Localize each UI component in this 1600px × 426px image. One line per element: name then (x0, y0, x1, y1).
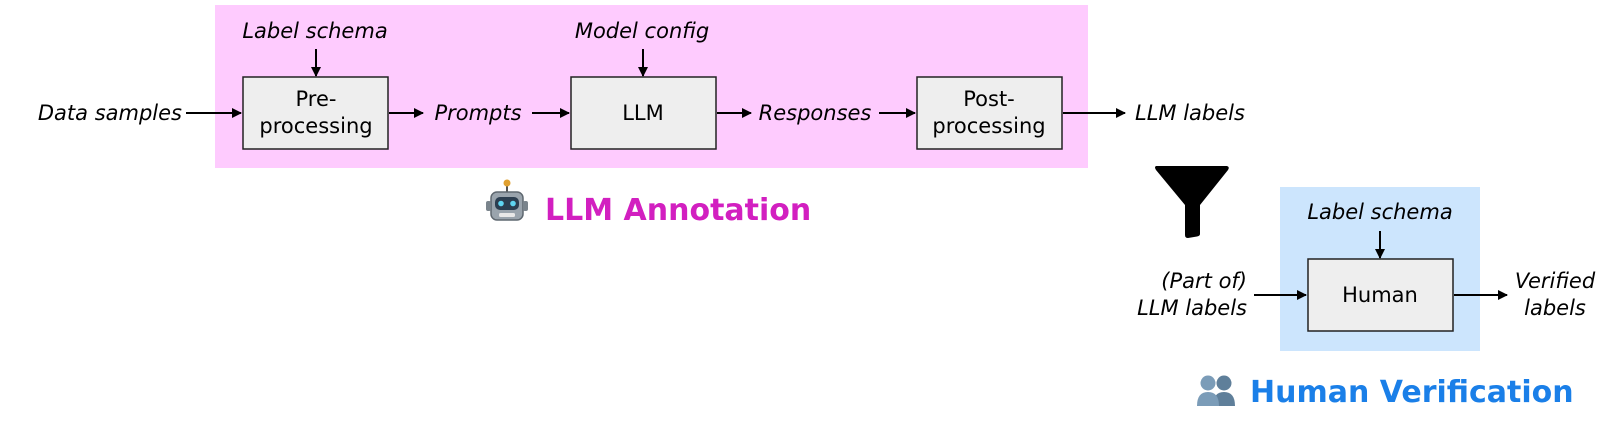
people-icon (1197, 375, 1235, 406)
responses-label: Responses (759, 101, 872, 125)
postprocessing-box: Post- processing (916, 76, 1063, 150)
human-box: Human (1307, 258, 1454, 332)
llm-label: LLM (622, 101, 664, 125)
partial-labels-line2: LLM labels (1137, 296, 1247, 320)
prompts-label: Prompts (434, 101, 521, 125)
funnel-icon (1155, 166, 1229, 238)
preprocessing-label-line2: processing (259, 114, 372, 138)
verified-labels-line1: Verified (1515, 269, 1596, 293)
llm-labels-output: LLM labels (1135, 101, 1245, 125)
postprocessing-label-line2: processing (932, 114, 1045, 138)
verification-schema-label: Label schema (1307, 200, 1452, 224)
verification-title: Human Verification (1250, 375, 1574, 410)
model-config-label: Model config (575, 19, 709, 43)
human-label: Human (1342, 283, 1418, 307)
verified-labels-line2: labels (1524, 296, 1586, 320)
annotation-title: LLM Annotation (545, 193, 811, 228)
annotation-schema-label: Label schema (242, 19, 387, 43)
postprocessing-label-line1: Post- (963, 87, 1015, 111)
preprocessing-label-line1: Pre- (296, 87, 337, 111)
data-samples-label: Data samples (38, 101, 182, 125)
preprocessing-box: Pre- processing (242, 76, 389, 150)
partial-labels-line1: (Part of) (1161, 269, 1247, 293)
llm-box: LLM (570, 76, 717, 150)
robot-icon (486, 179, 528, 221)
